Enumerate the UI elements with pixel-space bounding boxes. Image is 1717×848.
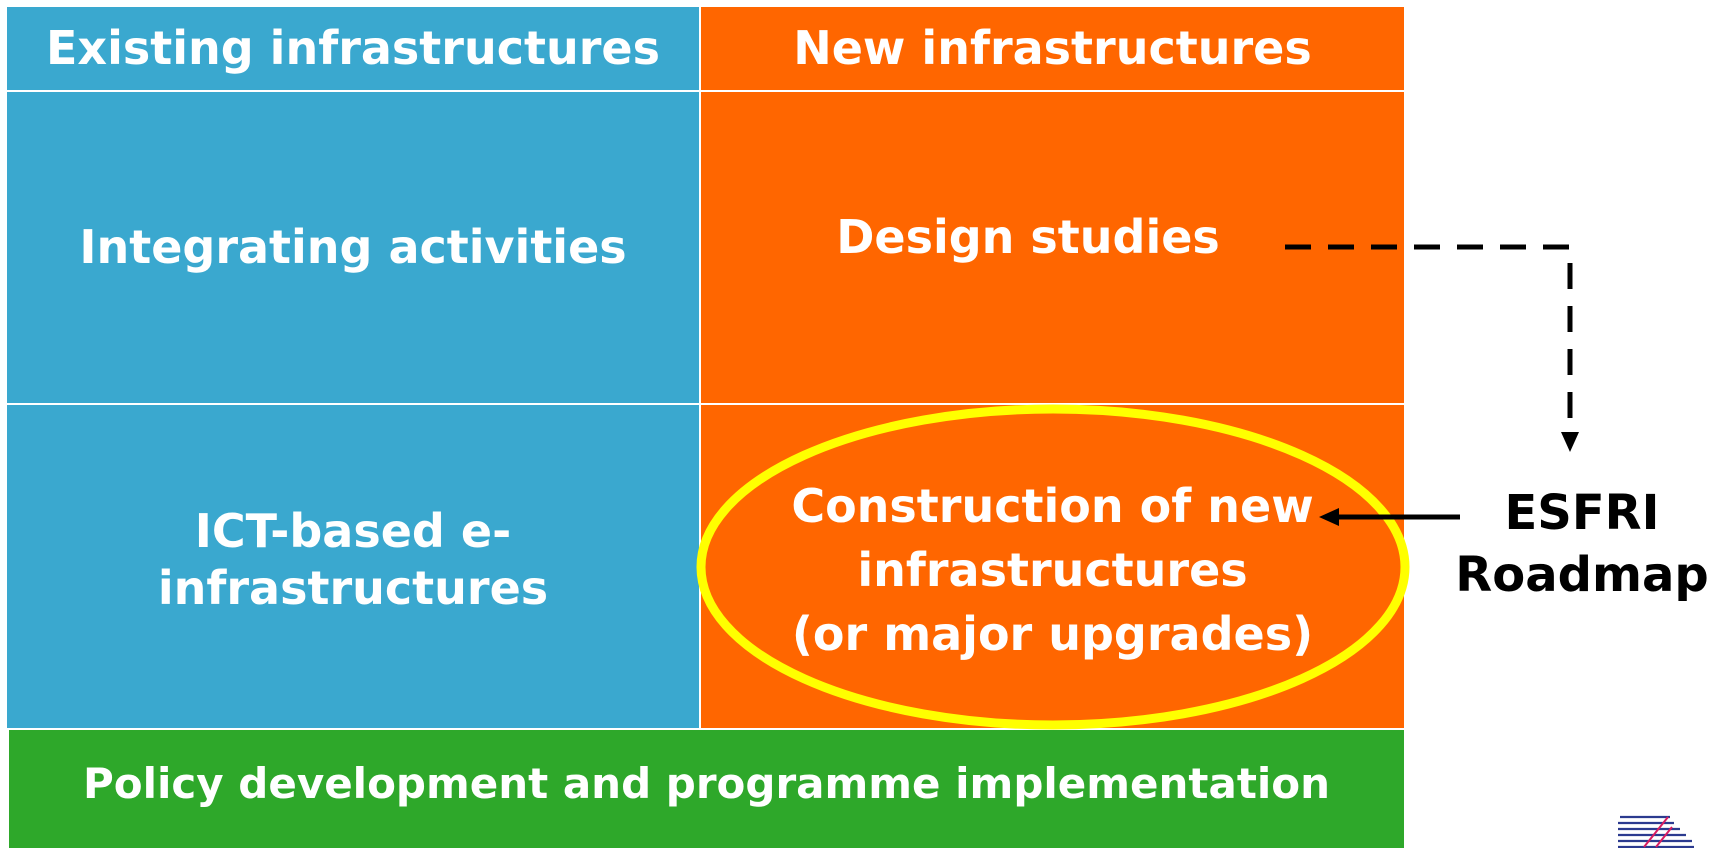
integrating-activities-box: Integrating activities: [7, 92, 699, 403]
header-existing-label: Existing infrastructures: [45, 21, 660, 76]
dashed-connector: [1285, 244, 1573, 438]
construction-label-line1: Construction of new: [791, 479, 1314, 533]
esfri-line1: ESFRI: [1504, 485, 1660, 541]
policy-label: Policy development and programme impleme…: [82, 759, 1331, 809]
esfri-line2: Roadmap: [1455, 547, 1709, 603]
ict-label-line1: ICT-based e-: [194, 504, 512, 559]
construction-label-line2: infrastructures: [857, 543, 1248, 597]
policy-development-box: Policy development and programme impleme…: [9, 730, 1404, 848]
header-new-label: New infrastructures: [793, 21, 1312, 76]
header-new-infrastructures: New infrastructures: [701, 7, 1404, 90]
ict-label-line2: infrastructures: [157, 560, 549, 615]
construction-box: [701, 405, 1404, 728]
construction-label: Construction of new infrastructures (or …: [701, 474, 1404, 666]
header-existing-infrastructures: Existing infrastructures: [7, 7, 699, 90]
design-studies-label: Design studies: [836, 210, 1220, 264]
striped-logo-icon: [1618, 815, 1694, 848]
construction-label-line3: (or major upgrades): [791, 607, 1314, 661]
solid-arrowhead: [1319, 508, 1339, 526]
integrating-activities-label: Integrating activities: [79, 220, 627, 275]
esfri-roadmap-label: ESFRI Roadmap: [1440, 482, 1717, 606]
highlight-ellipse: [696, 404, 1410, 730]
ict-e-infrastructures-box: ICT-based e- infrastructures: [7, 405, 699, 728]
dashed-arrowhead: [1561, 432, 1579, 452]
